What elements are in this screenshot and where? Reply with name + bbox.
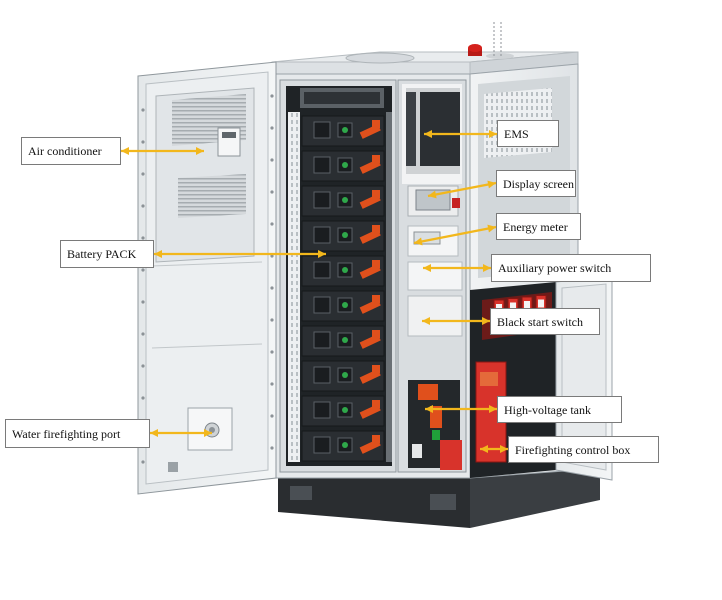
battery-module: [301, 395, 385, 427]
label-high-voltage-tank: High-voltage tank: [497, 396, 622, 423]
battery-module: [301, 290, 385, 322]
label-water-firefighting-port: Water firefighting port: [5, 419, 150, 448]
left-open-door: [137, 61, 277, 495]
battery-module: [301, 255, 385, 287]
battery-module: [301, 360, 385, 392]
label-ems: EMS: [497, 120, 559, 147]
air-conditioner-lower-vent: [178, 174, 246, 218]
battery-module: [301, 430, 385, 462]
arrow-energy-meter: [413, 224, 497, 246]
label-black-start-switch: Black start switch: [490, 308, 600, 335]
auxiliary-power-switch-panel: [407, 261, 463, 291]
cabinet-base: [278, 460, 600, 528]
callout-arrows: [121, 130, 508, 453]
arrow-high-voltage-tank: [425, 405, 497, 413]
door-rivets: [141, 94, 274, 464]
arrow-water-firefighting-port: [150, 429, 212, 437]
battery-module: [301, 220, 385, 252]
label-display-screen: Display screen: [496, 170, 576, 197]
ems-unit: [420, 92, 460, 166]
label-auxiliary-power-switch: Auxiliary power switch: [491, 254, 651, 282]
arrow-battery-pack: [154, 250, 326, 258]
arrow-black-start-switch: [422, 317, 490, 325]
arrow-display-screen: [427, 180, 497, 199]
battery-module: [301, 150, 385, 182]
warning-beacon: [468, 44, 482, 56]
label-air-conditioner: Air conditioner: [21, 137, 121, 165]
battery-module: [301, 185, 385, 217]
black-start-switch-panel: [407, 295, 463, 337]
arrow-firefighting-control-box: [480, 445, 508, 453]
antenna-icon: [493, 22, 502, 56]
arrow-ems: [424, 130, 497, 138]
arrow-air-conditioner: [121, 147, 204, 155]
battery-modules: [301, 115, 385, 462]
battery-module: [301, 325, 385, 357]
label-firefighting-control-box: Firefighting control box: [508, 436, 659, 463]
battery-module: [301, 115, 385, 147]
label-battery-pack: Battery PACK: [60, 240, 154, 268]
arrow-auxiliary-power-switch: [423, 264, 491, 272]
label-energy-meter: Energy meter: [496, 213, 581, 240]
